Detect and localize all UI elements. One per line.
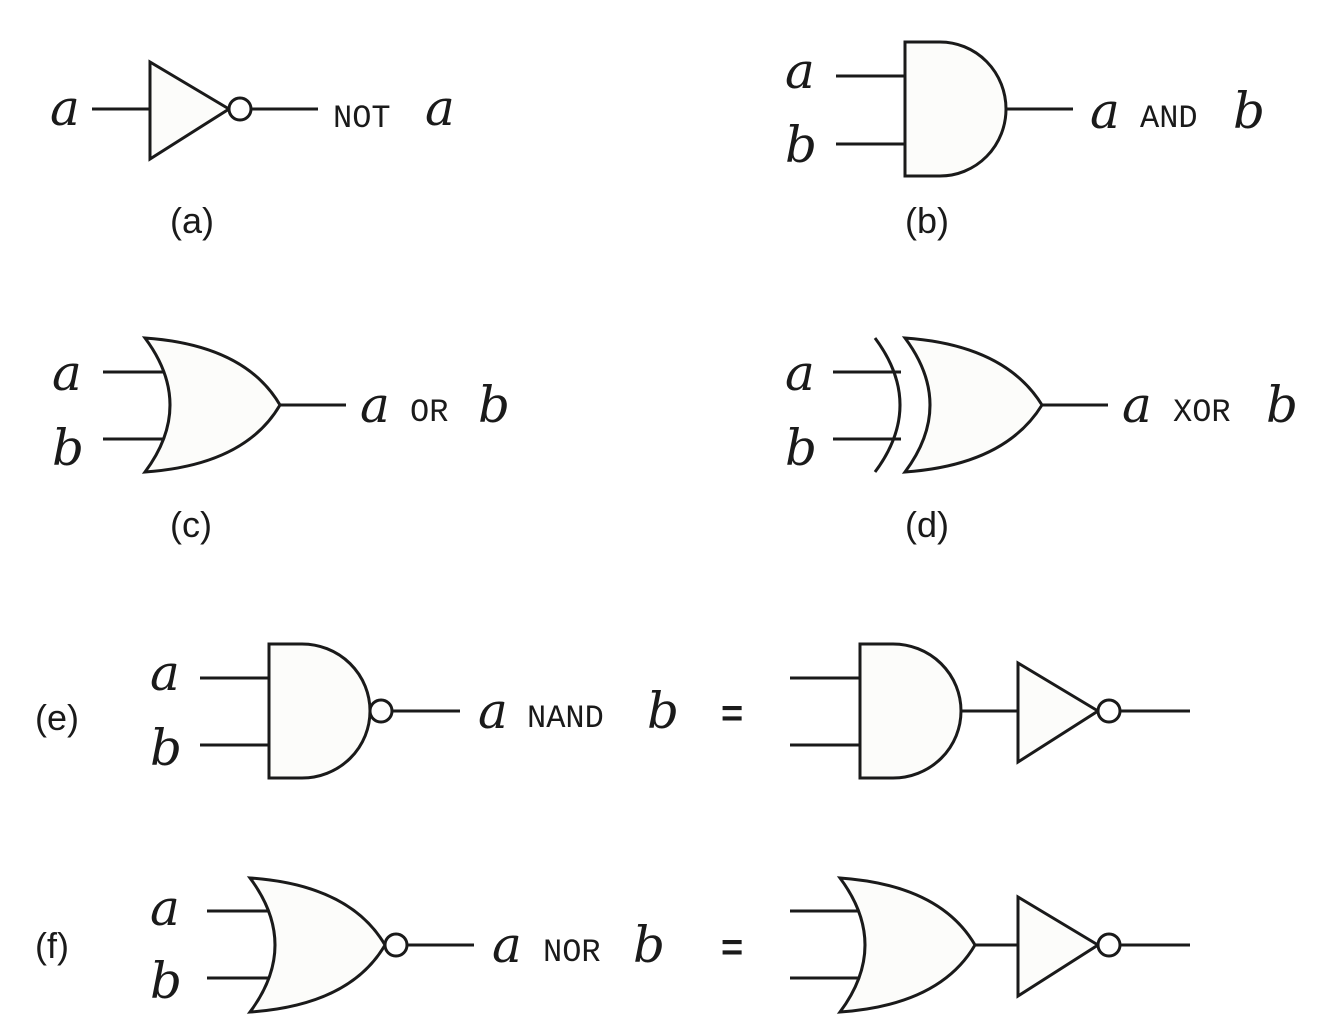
xor-extra-arc — [873, 337, 902, 473]
xor-expr-left: a — [1122, 376, 1152, 434]
nand-equals-sign: = — [721, 693, 743, 735]
nand-equiv-not-triangle — [1016, 660, 1101, 765]
and-input-b: b — [785, 116, 817, 174]
caption-a: (a) — [170, 200, 214, 241]
panel-f-nor: (f) a b a NOR b = — [35, 876, 1190, 1014]
caption-e: (e) — [35, 697, 79, 738]
nand-input-a: a — [150, 644, 180, 702]
not-output-operand: a — [425, 79, 455, 137]
caption-c: (c) — [170, 504, 212, 545]
nor-bubble — [383, 932, 409, 958]
or-input-a: a — [52, 344, 82, 402]
nor-input-b: b — [150, 952, 182, 1010]
or-gate-body — [141, 336, 282, 474]
caption-d: (d) — [905, 504, 949, 545]
or-expr-left: a — [360, 376, 390, 434]
nand-expr-left: a — [478, 682, 508, 740]
not-gate-triangle — [148, 59, 232, 162]
or-expr-right: b — [478, 376, 510, 434]
nor-equals-sign: = — [721, 927, 743, 969]
nor-expr-right: b — [633, 916, 665, 974]
nand-input-b: b — [150, 719, 182, 777]
nand-gate-body — [267, 642, 372, 780]
xor-expr-right: b — [1266, 376, 1298, 434]
or-op-label: OR — [410, 394, 448, 431]
and-gate-body — [903, 40, 1008, 178]
panel-d-xor: a b a XOR b (d) — [785, 336, 1298, 545]
nand-op-label: NAND — [527, 700, 604, 737]
xor-gate-body — [901, 336, 1044, 474]
panel-b-and: a b a AND b (b) — [785, 40, 1265, 241]
not-bubble — [227, 96, 253, 122]
and-input-a: a — [785, 42, 815, 100]
caption-f: (f) — [35, 925, 69, 966]
nor-equiv-not-triangle — [1016, 894, 1101, 999]
xor-input-b: b — [785, 419, 817, 477]
panel-a-not: a NOT a (a) — [50, 59, 455, 241]
nand-bubble — [368, 698, 394, 724]
xor-op-label: XOR — [1173, 394, 1231, 431]
and-expr-right: b — [1233, 82, 1265, 140]
nand-expr-right: b — [647, 682, 679, 740]
and-op-label: AND — [1140, 100, 1198, 137]
not-op-label: NOT — [333, 100, 391, 137]
nor-gate-body — [246, 876, 387, 1014]
panel-e-nand: (e) a b a NAND b = — [35, 642, 1190, 780]
or-input-b: b — [52, 419, 84, 477]
nor-equiv-or-body — [836, 876, 977, 1014]
xor-input-a: a — [785, 344, 815, 402]
nor-op-label: NOR — [543, 934, 601, 971]
panel-c-or: a b a OR b (c) — [52, 336, 510, 545]
nor-expr-left: a — [492, 916, 522, 974]
caption-b: (b) — [905, 200, 949, 241]
nor-input-a: a — [150, 879, 180, 937]
not-input-a: a — [50, 79, 80, 137]
nand-equiv-bubble — [1096, 698, 1122, 724]
and-expr-left: a — [1090, 82, 1120, 140]
nand-equiv-and-body — [858, 642, 963, 780]
nor-equiv-bubble — [1096, 932, 1122, 958]
